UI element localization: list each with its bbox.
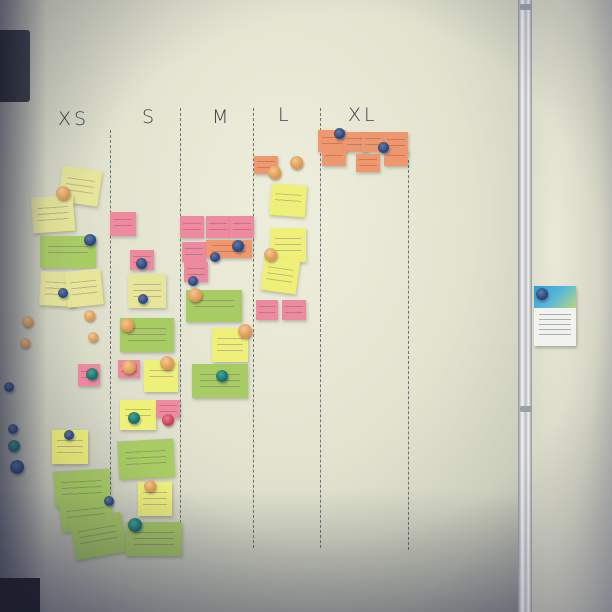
sticky-note	[117, 438, 175, 480]
sticky-note	[356, 154, 380, 172]
sticky-note	[128, 274, 166, 308]
magnet	[58, 288, 68, 298]
magnet	[238, 324, 252, 338]
sticky-note	[64, 268, 104, 308]
column-heading-xl: XL	[348, 104, 378, 126]
sticky-note	[110, 212, 136, 236]
column-divider-l-xl	[320, 108, 321, 548]
flyer-text-lines	[539, 314, 571, 338]
column-divider-xl-end	[408, 160, 409, 550]
magnet	[84, 234, 96, 246]
magnet	[232, 240, 244, 252]
magnet	[290, 156, 303, 169]
column-divider-m-l	[253, 108, 254, 548]
board-corner	[0, 578, 40, 612]
sticky-note	[256, 300, 278, 320]
sticky-note	[230, 216, 254, 238]
magnet	[136, 258, 147, 269]
magnet	[84, 310, 95, 321]
magnet	[4, 382, 14, 392]
magnet	[8, 440, 20, 452]
magnet	[120, 318, 134, 332]
rail-hinge	[520, 406, 532, 412]
magnet	[122, 360, 136, 374]
magnet	[10, 460, 24, 474]
magnet	[138, 294, 148, 304]
magnet	[188, 276, 198, 286]
rail-hinge	[520, 4, 532, 10]
sticky-note	[259, 255, 301, 295]
magnet	[56, 186, 70, 200]
magnet	[22, 316, 33, 327]
magnet	[334, 128, 345, 139]
magnet	[144, 480, 156, 492]
column-heading-l: L	[278, 104, 292, 126]
column-heading-xs: XS	[58, 108, 90, 130]
sticky-note	[206, 216, 230, 238]
sticky-note	[322, 150, 346, 166]
magnet	[268, 166, 281, 179]
magnet	[216, 370, 228, 382]
magnet	[378, 142, 389, 153]
sticky-note	[30, 194, 76, 234]
magnet	[64, 430, 74, 440]
sticky-note	[282, 300, 306, 320]
magnet	[88, 332, 98, 342]
magnet	[210, 252, 220, 262]
sticky-note	[384, 150, 408, 166]
sticky-note	[268, 182, 308, 218]
magnet	[128, 412, 140, 424]
magnet	[20, 338, 30, 348]
column-divider-s-m	[180, 108, 181, 548]
sticky-note	[180, 216, 204, 238]
magnet	[264, 248, 277, 261]
metal-rail	[518, 0, 532, 612]
magnet	[128, 518, 142, 532]
sticky-note	[182, 242, 206, 262]
magnet	[160, 356, 174, 370]
column-heading-s: S	[142, 106, 158, 128]
column-divider-xs-s	[110, 130, 111, 540]
magnet	[104, 496, 114, 506]
magnet	[86, 368, 98, 380]
magnet	[536, 288, 548, 300]
pinned-flyer	[534, 286, 576, 346]
column-heading-m: M	[212, 106, 232, 128]
magnet	[8, 424, 18, 434]
magnet	[162, 414, 174, 426]
board-clip	[0, 30, 30, 102]
magnet	[188, 288, 202, 302]
